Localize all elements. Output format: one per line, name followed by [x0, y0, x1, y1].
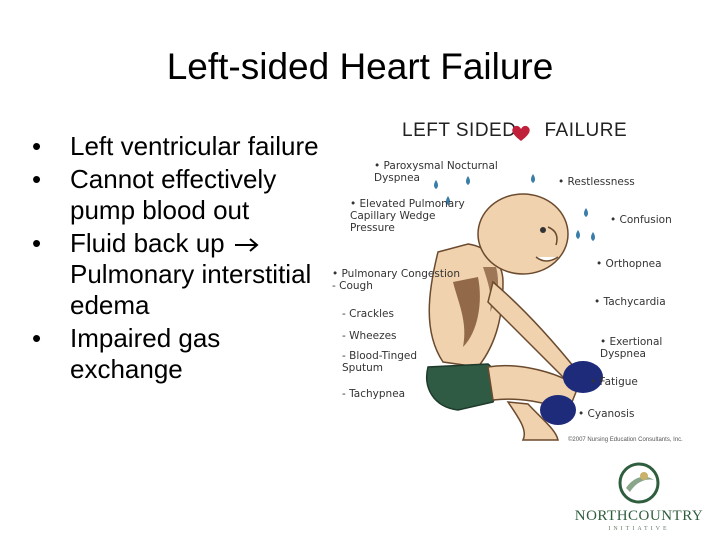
bullet-text-before: Fluid back up — [70, 228, 225, 258]
bullet-dot: • — [32, 164, 42, 194]
northcountry-logo: NORTHCOUNTRY INITIATIVE — [566, 460, 712, 535]
bullet-item: • Cannot effectively pump blood out — [30, 164, 320, 226]
bullet-dot: • — [32, 323, 42, 353]
illustration-copyright: ©2007 Nursing Education Consultants, Inc… — [568, 437, 683, 443]
illustration-title-left: LEFT SIDED — [402, 120, 517, 141]
note-fatigue: • Fatigue — [590, 376, 638, 388]
bullet-item: • Impaired gas exchange — [30, 323, 320, 385]
bullet-item: • Left ventricular failure — [30, 131, 320, 162]
slide-title: Left-sided Heart Failure — [166, 46, 554, 87]
bullet-list: • Left ventricular failure • Cannot effe… — [30, 131, 320, 387]
logo-sub: INITIATIVE — [608, 526, 670, 532]
arrow-right-icon — [234, 238, 259, 252]
illustration-title: LEFT SIDED FAILURE — [402, 120, 627, 142]
bullet-text: Impaired gas exchange — [70, 323, 221, 384]
note-crackles: - Crackles — [342, 308, 394, 320]
note-blood-tinged: - Blood-Tinged Sputum — [342, 350, 418, 374]
note-cyanosis: • Cyanosis — [578, 408, 635, 420]
bullet-dot: • — [32, 131, 42, 161]
bullet-text-after: Pulmonary interstitial edema — [70, 259, 312, 320]
note-paroxysmal: • Paroxysmal Nocturnal Dyspnea — [374, 160, 498, 184]
note-confusion: • Confusion — [610, 214, 672, 226]
heart-failure-illustration: LEFT SIDED FAILURE — [328, 112, 712, 462]
patient-figure — [426, 174, 603, 441]
note-exertional-dyspnea: • Exertional Dyspnea — [600, 336, 663, 360]
note-tachypnea: - Tachypnea — [342, 388, 406, 400]
bullet-item: • Fluid back up Pulmonary interstitial e… — [30, 228, 320, 321]
note-pulmonary-congestion: • Pulmonary Congestion - Cough — [332, 268, 460, 292]
note-restlessness: • Restlessness — [558, 176, 635, 188]
note-tachycardia: • Tachycardia — [594, 296, 666, 308]
note-elevated-pcwp: • Elevated Pulmonary Capillary Wedge Pre… — [350, 198, 465, 234]
logo-name: NORTHCOUNTRY — [574, 508, 704, 524]
note-wheezes: - Wheezes — [342, 330, 397, 342]
heart-icon — [512, 125, 530, 141]
logo-emblem-icon — [618, 462, 660, 504]
bullet-text: Left ventricular failure — [70, 131, 319, 161]
bullet-dot: • — [32, 228, 42, 258]
bullet-text: Cannot effectively pump blood out — [70, 164, 277, 225]
illustration-title-right: FAILURE — [544, 120, 628, 141]
note-orthopnea: • Orthopnea — [596, 258, 662, 270]
